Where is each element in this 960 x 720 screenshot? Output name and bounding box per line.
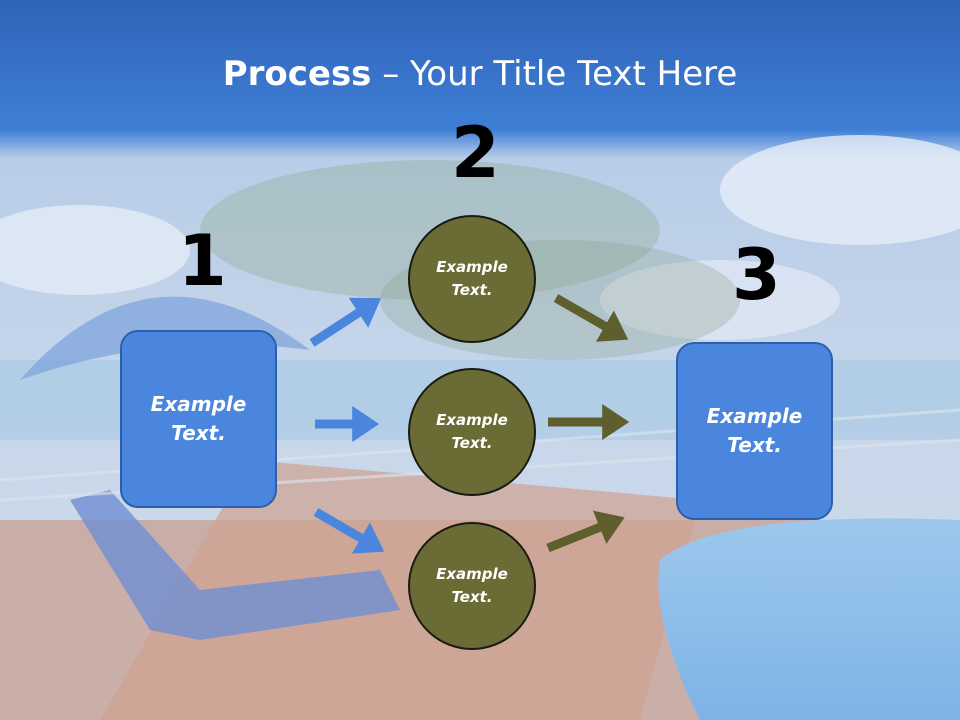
step-2-circle-bottom: Example Text. [408, 522, 536, 650]
title-rest: – Your Title Text Here [371, 54, 738, 94]
circle-middle-text: Example Text. [436, 411, 508, 452]
step-2-circle-top: Example Text. [408, 215, 536, 343]
circle-bottom-text: Example Text. [436, 565, 508, 606]
circle-top-text: Example Text. [436, 258, 508, 299]
step-2-circle-middle: Example Text. [408, 368, 536, 496]
arrow-box-to-circle-bottom [313, 508, 385, 554]
step-number-1: 1 [178, 220, 227, 302]
step-number-2: 2 [451, 112, 500, 194]
step-number-3: 3 [732, 234, 781, 316]
arrow-circle-top-to-box [553, 294, 629, 342]
step-1-box: Example Text. [120, 330, 277, 508]
arrow-box-to-circle-top [309, 297, 382, 347]
title-bold: Process [222, 54, 372, 94]
step-3-box: Example Text. [676, 342, 833, 520]
step-1-box-text: Example Text. [150, 392, 247, 445]
step-3-box-text: Example Text. [706, 404, 803, 457]
slide-title: Process – Your Title Text Here [0, 52, 960, 96]
arrow-circle-bottom-to-box [546, 510, 625, 553]
